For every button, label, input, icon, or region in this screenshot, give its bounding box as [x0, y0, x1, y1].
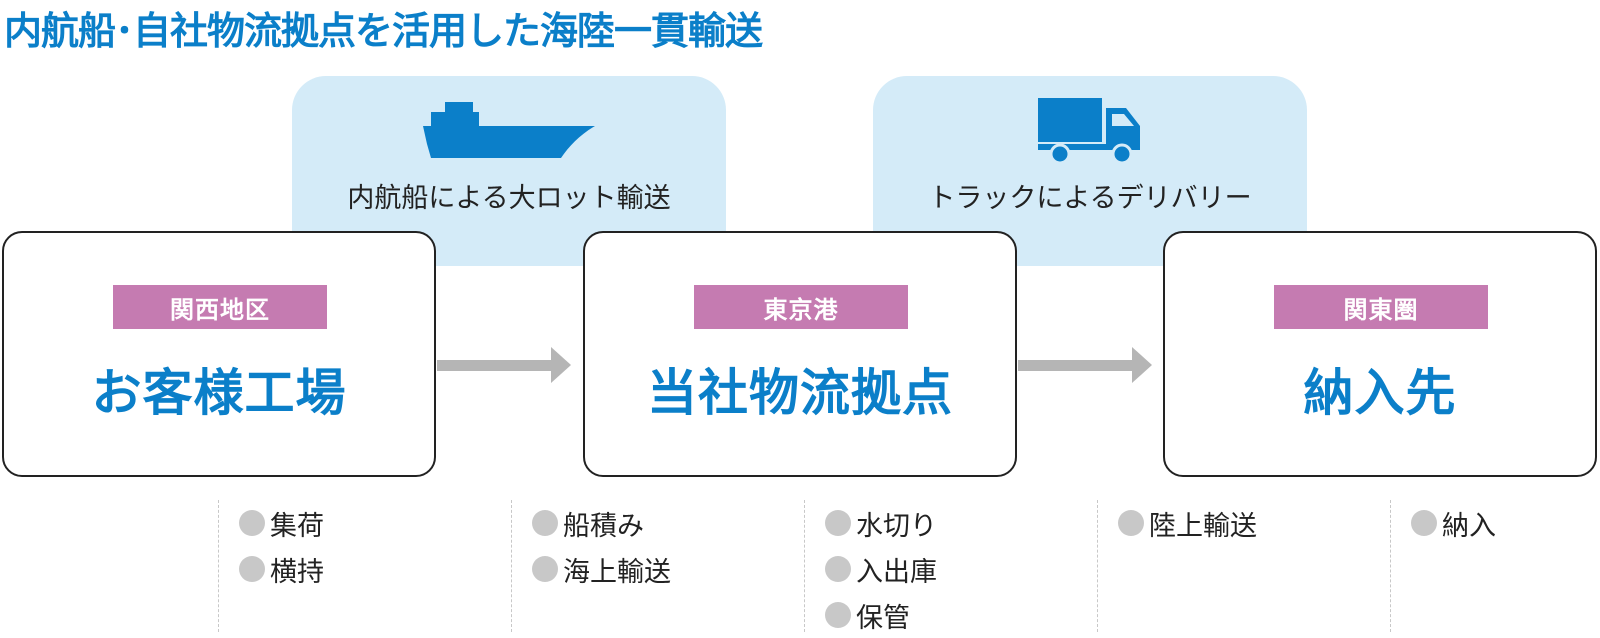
list-item: 入出庫: [825, 546, 1094, 592]
task-label: 陸上輸送: [1149, 510, 1257, 542]
task-label: 納入: [1442, 510, 1496, 542]
region-badge: 東京港: [694, 285, 908, 329]
region-badge: 関西地区: [113, 285, 327, 329]
bullet-icon: [825, 510, 851, 536]
task-label: 入出庫: [856, 556, 937, 588]
list-item: 集荷: [239, 500, 508, 546]
task-label: 船積み: [563, 510, 644, 542]
bullet-icon: [1411, 510, 1437, 536]
list-item: 水切り: [825, 500, 1094, 546]
bullet-icon: [825, 602, 851, 628]
bullet-icon: [239, 556, 265, 582]
node-customer-factory: 関西地区 お客様工場: [2, 231, 436, 477]
mode-label-truck: トラックによるデリバリー: [928, 183, 1252, 214]
task-label: 横持: [270, 556, 324, 588]
bullet-icon: [1118, 510, 1144, 536]
bullet-icon: [532, 510, 558, 536]
list-item: 船積み: [532, 500, 801, 546]
task-column-port: 水切り 入出庫 保管: [804, 500, 1094, 634]
task-label: 保管: [856, 602, 910, 634]
task-column-delivery: 納入: [1390, 500, 1600, 632]
bullet-icon: [532, 556, 558, 582]
node-name: お客様工場: [91, 364, 347, 422]
list-item: 納入: [1411, 500, 1600, 546]
list-item: 陸上輸送: [1118, 500, 1387, 546]
ship-icon: [292, 98, 726, 160]
region-badge: 関東圏: [1274, 285, 1488, 329]
task-label: 水切り: [856, 510, 937, 542]
flow-arrow-icon: [437, 347, 571, 383]
task-label: 集荷: [270, 510, 324, 542]
node-logistics-base: 東京港 当社物流拠点: [583, 231, 1017, 477]
task-column-sea: 船積み 海上輸送: [511, 500, 801, 632]
mode-label-ship: 内航船による大ロット輸送: [347, 183, 671, 214]
task-column-pickup: 集荷 横持: [218, 500, 508, 632]
bullet-icon: [239, 510, 265, 536]
list-item: 横持: [239, 546, 508, 592]
node-delivery-destination: 関東圏 納入先: [1163, 231, 1597, 477]
node-name: 納入先: [1303, 364, 1457, 422]
page-title: 内航船･自社物流拠点を活用した海陸一貫輸送: [4, 9, 763, 53]
task-column-land: 陸上輸送: [1097, 500, 1387, 632]
truck-icon: [873, 98, 1307, 164]
list-item: 保管: [825, 592, 1094, 638]
node-name: 当社物流拠点: [647, 364, 953, 422]
task-label: 海上輸送: [563, 556, 671, 588]
flow-arrow-icon: [1018, 347, 1152, 383]
list-item: 海上輸送: [532, 546, 801, 592]
bullet-icon: [825, 556, 851, 582]
